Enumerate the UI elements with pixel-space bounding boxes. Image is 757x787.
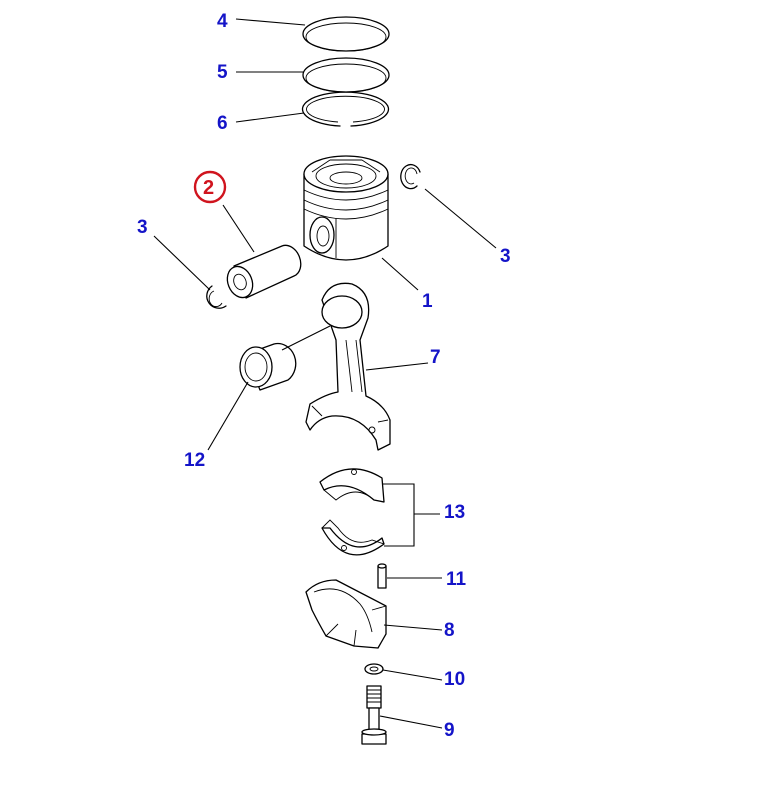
leader-8 [383,624,443,631]
callout-12[interactable]: 12 [184,450,205,471]
callout-7[interactable]: 7 [430,347,441,368]
leader-13-bracket [382,483,440,547]
callout-10[interactable]: 10 [444,669,465,690]
callout-5[interactable]: 5 [217,62,228,83]
dowel-pin[interactable] [377,563,387,589]
highlight-ring [193,170,227,204]
callout-4[interactable]: 4 [217,11,228,32]
snap-ring-right[interactable] [400,163,421,190]
leader-3-right [424,188,497,249]
callout-11[interactable]: 11 [446,569,467,590]
callout-9[interactable]: 9 [444,720,455,741]
callout-1[interactable]: 1 [422,291,433,312]
leader-3-left [153,235,211,291]
piston-ring-top[interactable] [302,16,390,52]
callout-2[interactable]: 2 [203,177,214,199]
leader-2 [222,204,255,253]
leader-4 [235,18,306,26]
leader-10 [382,669,443,681]
leader-12-rod [281,325,331,351]
leader-7 [365,362,429,371]
callout-3-right[interactable]: 3 [500,246,511,267]
leader-9 [379,715,443,729]
piston-ring-oil[interactable] [301,91,390,127]
callout-6[interactable]: 6 [217,113,228,134]
callout-3-left[interactable]: 3 [137,217,148,238]
leader-12 [207,381,249,451]
bolt[interactable] [361,685,387,745]
piston[interactable] [303,155,389,261]
bearing-shell-upper[interactable] [319,468,385,503]
callout-8[interactable]: 8 [444,620,455,641]
piston-ring-second[interactable] [302,57,390,93]
washer[interactable] [364,663,384,675]
callout-13[interactable]: 13 [444,502,465,523]
leader-1 [381,257,419,291]
piston-pin[interactable] [223,244,302,301]
leader-6 [235,112,305,123]
connecting-rod[interactable] [305,282,391,451]
bearing-shell-lower[interactable] [321,519,385,556]
connecting-rod-bushing[interactable] [239,342,297,391]
connecting-rod-cap[interactable] [305,579,387,649]
